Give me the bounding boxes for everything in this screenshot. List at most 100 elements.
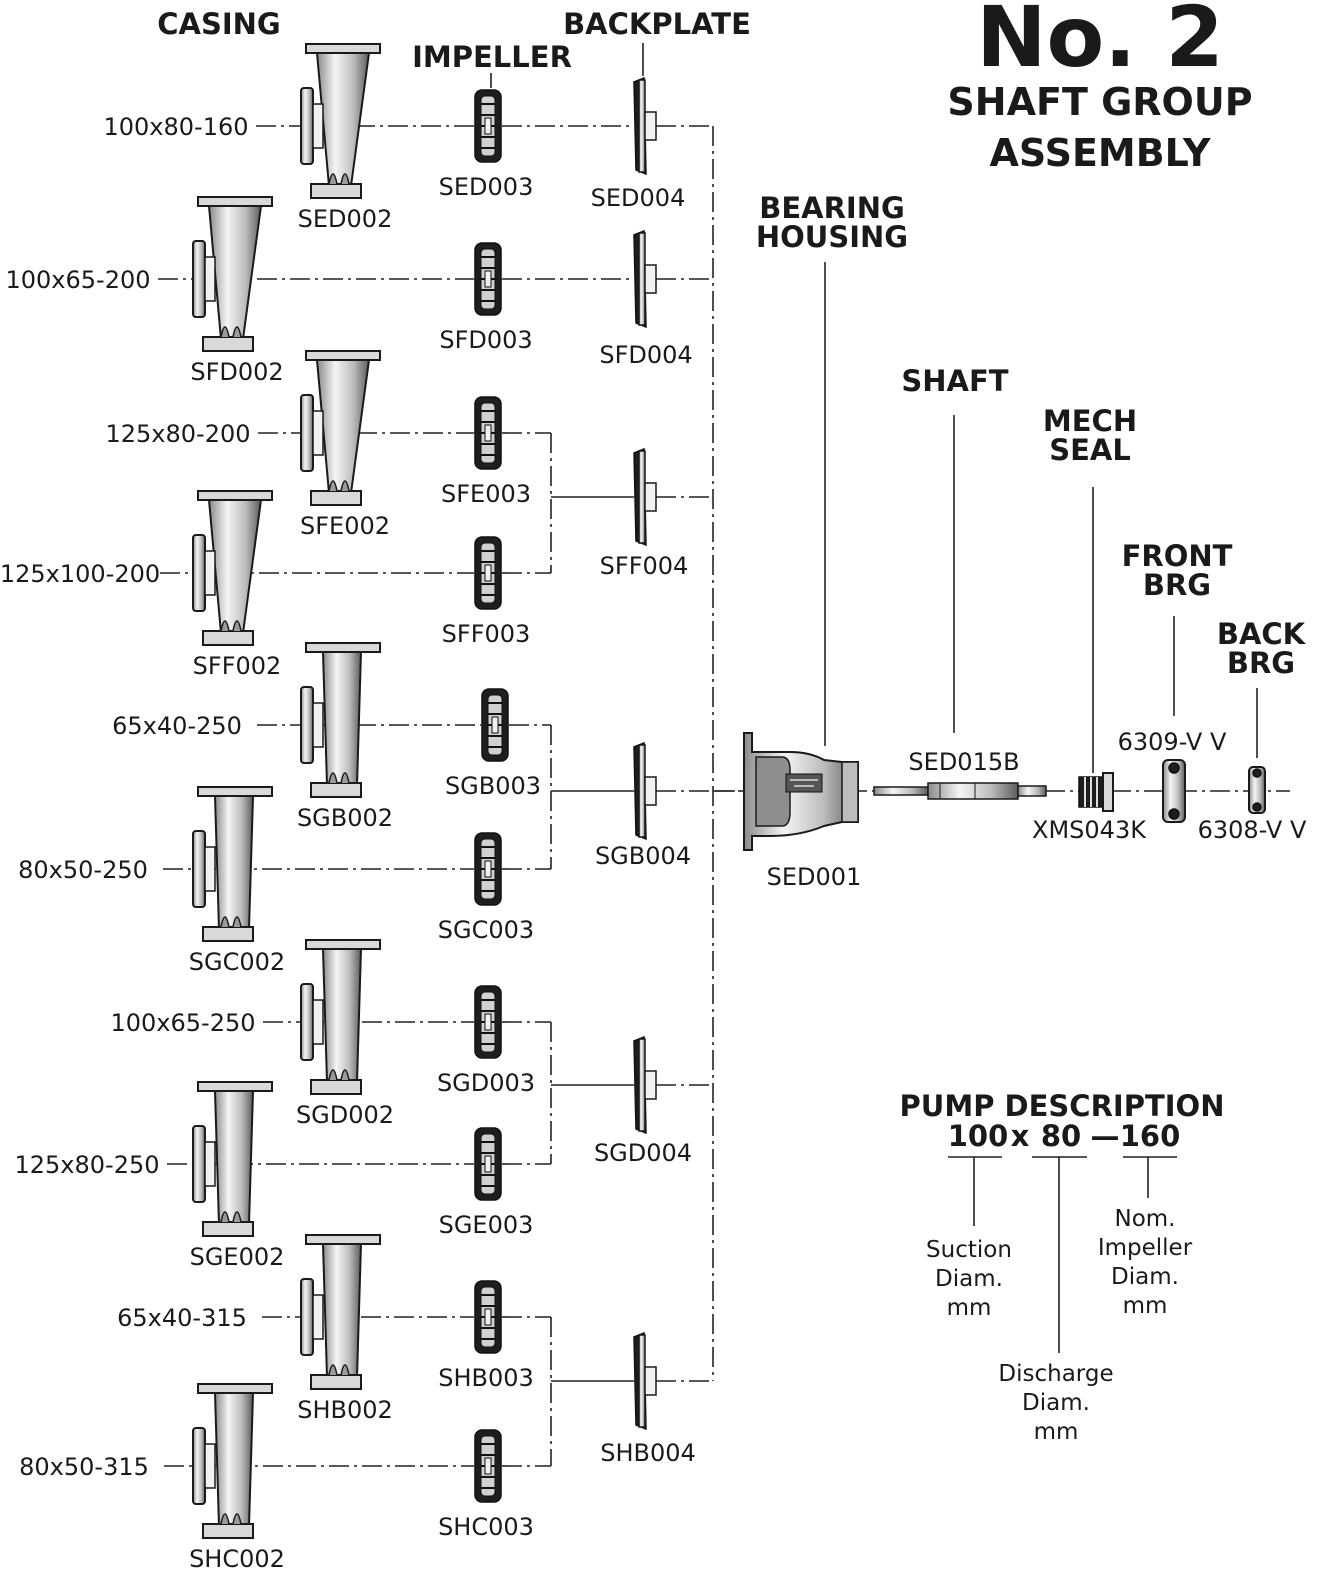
pump-description-impeller-value: 160 <box>1120 1119 1181 1153</box>
impeller-part <box>475 833 501 905</box>
casing-part <box>301 44 380 198</box>
pump-size-label: 125x100-200 <box>0 560 160 588</box>
backplate-code: SFF004 <box>600 552 689 580</box>
impeller-code: SFD003 <box>439 326 532 354</box>
discharge-label-line-3: mm <box>1034 1419 1079 1445</box>
casing-code: SGC002 <box>189 948 285 976</box>
pump-description-discharge-value: 80 <box>1041 1119 1081 1153</box>
impeller-code: SHB003 <box>438 1364 534 1392</box>
impeller-part <box>475 243 501 315</box>
impeller-code: SED003 <box>439 173 534 201</box>
casing-part <box>193 1384 272 1538</box>
impeller-diam-label-line-3: Diam. <box>1111 1264 1179 1290</box>
impeller-part <box>475 986 501 1058</box>
pump-description-suction-value: 100 <box>948 1119 1009 1153</box>
shaft-code: SED015B <box>908 748 1019 776</box>
casing-code: SFD002 <box>190 358 283 386</box>
backplate-part <box>634 743 656 839</box>
impeller-code: SGE003 <box>439 1211 534 1239</box>
mech-seal-code: XMS043K <box>1032 816 1147 844</box>
pump-size-label: 65x40-250 <box>112 712 242 740</box>
impeller-code: SFF003 <box>442 620 531 648</box>
impeller-part <box>475 1128 501 1200</box>
casing-code: SED002 <box>298 205 393 233</box>
backplate-part <box>634 1037 656 1133</box>
backplate-code: SFD004 <box>599 341 692 369</box>
mech-seal-part <box>1079 773 1113 811</box>
back-brg-header-line-2: BRG <box>1227 646 1295 680</box>
title-number: No. 2 <box>976 0 1224 86</box>
shaft-part <box>874 783 1046 799</box>
backplate-part <box>634 78 656 174</box>
front-bearing-part <box>1163 760 1185 822</box>
bearing-housing-code: SED001 <box>767 863 862 891</box>
casing-code: SFE002 <box>300 512 390 540</box>
casing-part <box>193 491 272 645</box>
casing-part <box>301 1235 380 1389</box>
pump-size-label: 100x65-250 <box>110 1009 255 1037</box>
impeller-diam-label-line-1: Nom. <box>1115 1206 1176 1232</box>
backplate-code: SHB004 <box>600 1439 696 1467</box>
casing-impeller-rows: 100x80-160SED002SED003100x65-200SFD002SF… <box>0 44 541 1573</box>
pump-description-dash: — <box>1091 1119 1120 1153</box>
impeller-code: SHC003 <box>438 1513 534 1541</box>
bearing-housing-part <box>744 733 858 850</box>
front-brg-header-line-2: BRG <box>1143 568 1211 602</box>
backplate-code: SGD004 <box>594 1139 692 1167</box>
pump-description-legend: PUMP DESCRIPTION 100 x 80 — 160 Suction … <box>900 1089 1225 1445</box>
impeller-part <box>482 689 508 761</box>
shaft-header: SHAFT <box>901 364 1008 398</box>
suction-label-line-2: Diam. <box>935 1266 1003 1292</box>
title-line-1: SHAFT GROUP <box>947 80 1252 124</box>
backplate-part <box>634 449 656 545</box>
impeller-part <box>475 397 501 469</box>
impeller-code: SFE003 <box>441 480 531 508</box>
impeller-header: IMPELLER <box>412 40 572 74</box>
backplate-header: BACKPLATE <box>563 7 751 41</box>
impeller-part <box>475 1281 501 1353</box>
pump-size-label: 100x80-160 <box>103 113 248 141</box>
impeller-code: SGC003 <box>438 916 534 944</box>
discharge-label-line-1: Discharge <box>998 1361 1113 1387</box>
casing-part <box>193 197 272 351</box>
mech-seal-header-line-2: SEAL <box>1049 433 1131 467</box>
impeller-diam-label-line-2: Impeller <box>1098 1235 1193 1261</box>
casing-code: SFF002 <box>193 652 282 680</box>
back-bearing-code: 6308-V V <box>1198 816 1307 844</box>
suction-label-line-1: Suction <box>926 1237 1012 1263</box>
casing-code: SHB002 <box>297 1396 393 1424</box>
pump-size-label: 125x80-250 <box>14 1151 159 1179</box>
suction-label-line-3: mm <box>947 1295 992 1321</box>
backplate-part <box>634 231 656 327</box>
casing-part <box>301 940 380 1094</box>
front-bearing-code: 6309-V V <box>1118 728 1227 756</box>
casing-header: CASING <box>157 7 280 41</box>
casing-part <box>301 643 380 797</box>
pump-size-label: 80x50-315 <box>19 1453 149 1481</box>
impeller-part <box>475 90 501 162</box>
pump-size-label: 125x80-200 <box>105 420 250 448</box>
pump-size-label: 65x40-315 <box>117 1304 247 1332</box>
impeller-code: SGD003 <box>437 1069 535 1097</box>
backplate-part <box>634 1333 656 1429</box>
backplate-code: SGB004 <box>595 842 691 870</box>
impeller-code: SGB003 <box>445 772 541 800</box>
backplate-code: SED004 <box>591 184 686 212</box>
casing-code: SHC002 <box>189 1545 285 1573</box>
bearing-housing-header-line-2: HOUSING <box>756 220 908 254</box>
impeller-diam-label-line-4: mm <box>1123 1293 1168 1319</box>
casing-part <box>301 351 380 505</box>
casing-code: SGD002 <box>296 1101 394 1129</box>
casing-part <box>193 1082 272 1236</box>
pump-row: 80x50-250SGC002SGC003 <box>18 787 534 976</box>
